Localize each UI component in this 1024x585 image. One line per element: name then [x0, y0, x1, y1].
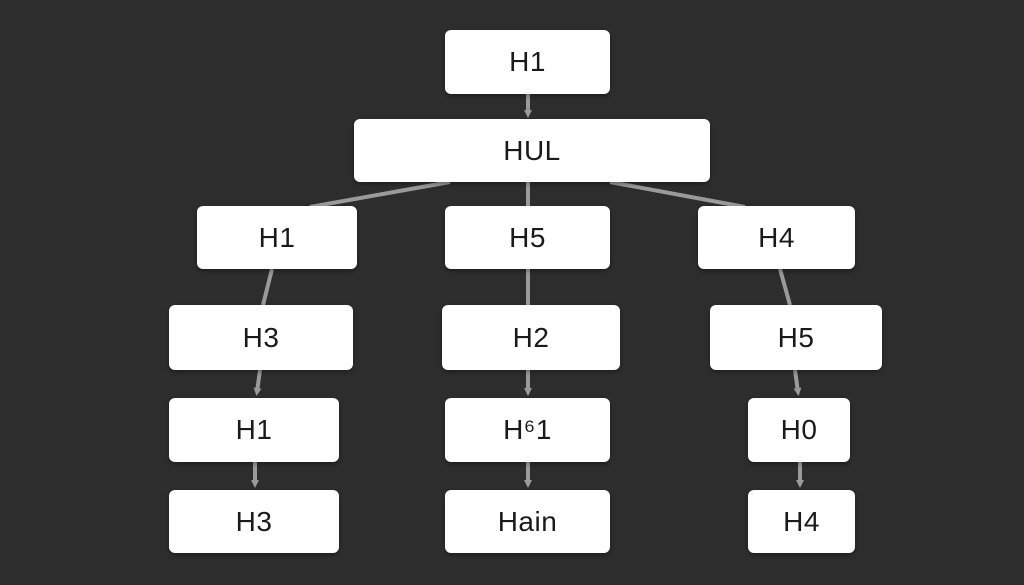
node-right-level1[interactable]: H4: [698, 206, 855, 269]
edge-left-l2-l3: [253, 369, 262, 396]
node-left-level3[interactable]: H1: [169, 398, 339, 462]
edge-right-l2-l3: [793, 369, 802, 396]
node-middle-level3[interactable]: H⁶1: [445, 398, 610, 462]
node-root[interactable]: H1: [445, 30, 610, 94]
node-left-level4[interactable]: H3: [169, 490, 339, 553]
edge-hub-right: [609, 180, 746, 209]
node-middle-level1[interactable]: H5: [445, 206, 610, 269]
node-right-level4[interactable]: H4: [748, 490, 855, 553]
node-right-level2[interactable]: H5: [710, 305, 882, 370]
node-hub[interactable]: HUL: [354, 119, 710, 182]
edge-hub-left: [309, 180, 451, 209]
node-left-level1[interactable]: H1: [197, 206, 357, 269]
edge-right-l1-l2: [778, 268, 792, 306]
edge-left-l1-l2: [261, 268, 274, 306]
node-left-level2[interactable]: H3: [169, 305, 353, 370]
node-middle-level2[interactable]: H2: [442, 305, 620, 370]
node-middle-level4[interactable]: Hain: [445, 490, 610, 553]
node-right-level3[interactable]: H0: [748, 398, 850, 462]
